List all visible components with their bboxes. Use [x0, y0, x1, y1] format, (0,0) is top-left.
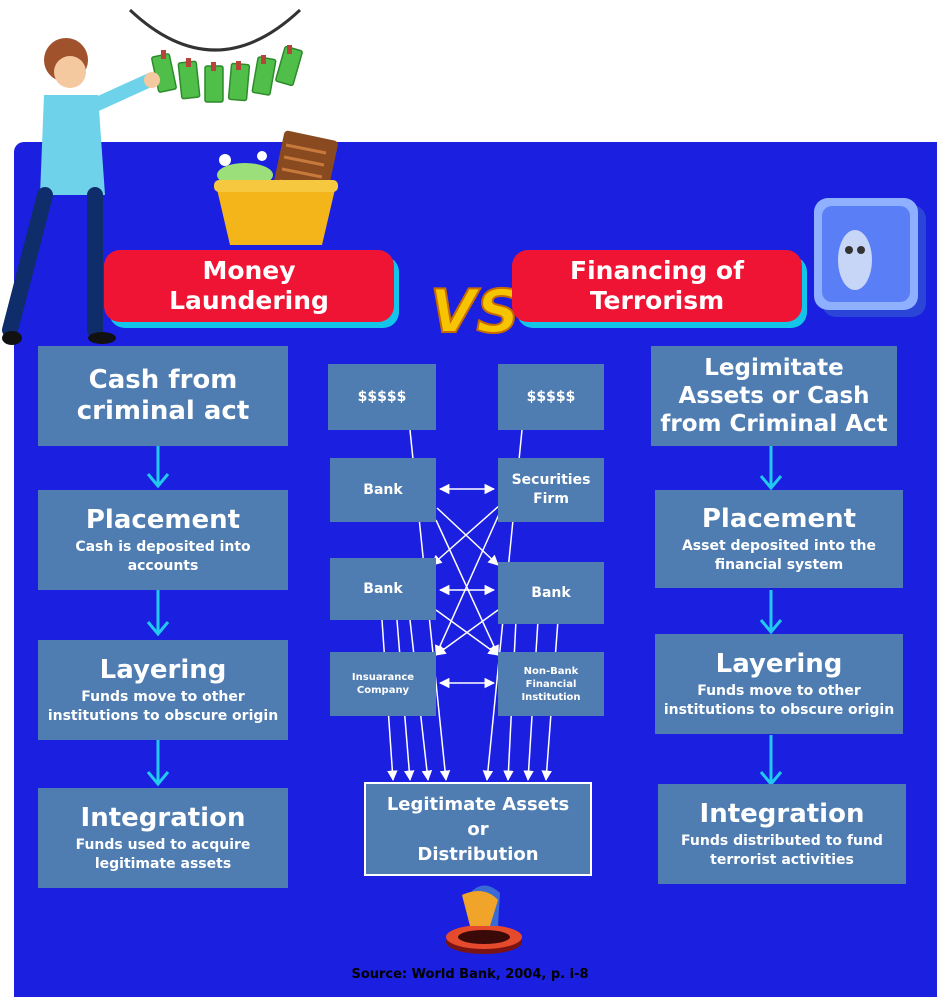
- step-desc: legitimate assets: [94, 855, 232, 872]
- step-title: Placement: [85, 504, 241, 535]
- step-desc: financial system: [714, 556, 844, 573]
- result-label: Distribution: [417, 843, 539, 865]
- left-flow-arrows: [146, 446, 170, 787]
- step-desc: Funds move to other: [697, 682, 861, 699]
- step-desc: terrorist activities: [710, 851, 854, 868]
- money-laundering-banner: Money Laundering: [104, 250, 394, 322]
- money-clothesline-icon: [128, 8, 303, 103]
- step-desc: Funds move to other: [81, 688, 245, 705]
- insurance-company-node: Insuarance Company: [330, 652, 436, 716]
- step-desc: Funds used to acquire: [75, 836, 251, 853]
- financing-terrorism-banner: Financing of Terrorism: [512, 250, 802, 322]
- step-title: Cash from: [88, 365, 238, 395]
- money-label: $$$$$: [526, 388, 576, 405]
- bank-node-1: Bank: [330, 458, 436, 522]
- legitimate-assets-result: Legitimate Assets or Distribution: [364, 782, 592, 876]
- step-desc: accounts: [127, 557, 199, 574]
- step-title: Integration: [699, 798, 865, 829]
- step-desc: Asset deposited into the: [681, 537, 877, 554]
- node-label: Financial: [525, 678, 577, 690]
- step-desc: institutions to obscure origin: [663, 701, 895, 718]
- bank-node-3: Bank: [498, 562, 604, 624]
- node-label: Institution: [521, 691, 581, 703]
- banner-line: Financing of: [570, 256, 744, 285]
- step-title: Layering: [99, 654, 227, 685]
- laundry-basket-icon: [214, 130, 338, 245]
- step-title: from Criminal Act: [660, 411, 888, 437]
- masked-figure-icon: [814, 198, 926, 317]
- step-title: Integration: [80, 802, 246, 833]
- ml-step-source: Cash from criminal act: [38, 346, 288, 446]
- money-source-left: $$$$$: [328, 364, 436, 430]
- step-title: criminal act: [76, 396, 250, 426]
- result-label: Legitimate Assets: [386, 793, 570, 815]
- step-title: Layering: [715, 648, 843, 679]
- step-desc: institutions to obscure origin: [47, 707, 279, 724]
- ft-step-layering: Layering Funds move to other institution…: [655, 634, 903, 734]
- banner-line: Terrorism: [589, 286, 725, 315]
- bank-node-2: Bank: [330, 558, 436, 620]
- money-label: $$$$$: [357, 388, 407, 405]
- securities-firm-node: Securities Firm: [498, 458, 604, 522]
- node-label: Securities: [511, 472, 591, 488]
- result-label: or: [467, 818, 489, 840]
- node-label: Bank: [531, 584, 571, 601]
- node-label: Bank: [363, 481, 403, 498]
- node-label: Non-Bank: [523, 665, 579, 677]
- ml-step-placement: Placement Cash is deposited into account…: [38, 490, 288, 590]
- node-label: Firm: [533, 491, 569, 507]
- vs-text: VS: [430, 277, 520, 347]
- node-label: Company: [356, 685, 410, 696]
- ft-step-placement: Placement Asset deposited into the finan…: [655, 490, 903, 588]
- step-title: Placement: [701, 503, 857, 534]
- source-citation: Source: World Bank, 2004, p. i-8: [351, 967, 589, 982]
- ml-step-layering: Layering Funds move to other institution…: [38, 640, 288, 740]
- node-label: Bank: [363, 580, 403, 597]
- banner-line: Money: [202, 256, 296, 285]
- money-source-right: $$$$$: [498, 364, 604, 430]
- node-label: Insuarance: [351, 672, 415, 683]
- ml-step-integration: Integration Funds used to acquire legiti…: [38, 788, 288, 888]
- non-bank-institution-node: Non-Bank Financial Institution: [498, 652, 604, 716]
- step-title: Legimitate: [704, 355, 844, 381]
- asset-coin-icon: [446, 885, 522, 954]
- man-hanging-money-icon: [2, 38, 160, 345]
- ft-step-source: Legimitate Assets or Cash from Criminal …: [651, 346, 897, 446]
- banner-line: Laundering: [169, 286, 329, 315]
- step-desc: Funds distributed to fund: [681, 832, 883, 849]
- step-desc: Cash is deposited into: [75, 538, 251, 555]
- ft-step-integration: Integration Funds distributed to fund te…: [658, 784, 906, 884]
- step-title: Assets or Cash: [678, 383, 870, 409]
